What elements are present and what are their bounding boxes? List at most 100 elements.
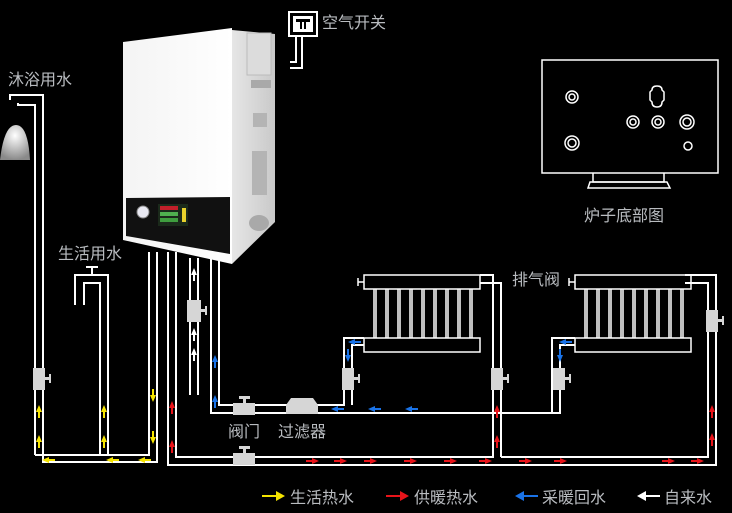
valve-icon[interactable] xyxy=(491,368,509,390)
flow-arrow-up-icon xyxy=(494,405,500,418)
flow-arrow-left-icon xyxy=(405,406,418,412)
flow-arrow-right-icon xyxy=(479,458,492,464)
flow-arrow-down-icon xyxy=(345,349,351,362)
valve-icon[interactable] xyxy=(33,368,51,390)
flow-arrow-down-icon xyxy=(557,349,563,362)
boiler-bottom-view xyxy=(541,59,719,189)
filter-label: 过滤器 xyxy=(278,422,327,441)
shower-pipe-outer xyxy=(9,94,158,463)
air-vent-label: 排气阀 xyxy=(512,270,561,289)
flow-arrow-right-icon xyxy=(364,458,377,464)
flow-arrow-right-icon xyxy=(691,458,704,464)
oval-fitting-icon xyxy=(649,85,665,108)
port-icon xyxy=(626,115,640,129)
gate-valve-icon[interactable] xyxy=(233,396,255,415)
flow-arrow-right-icon xyxy=(306,458,319,464)
flow-arrow-up-icon xyxy=(191,328,197,341)
air-vent-icon xyxy=(568,278,575,286)
flow-arrow-up-icon xyxy=(709,433,715,446)
boiler-side-panel xyxy=(232,30,275,264)
arrow-left-icon xyxy=(515,491,538,501)
domestic-pipe-outer xyxy=(35,274,109,456)
heating-return-pipe-inner xyxy=(218,258,364,406)
flow-arrow-up-icon xyxy=(169,440,175,453)
arrow-right-icon xyxy=(386,491,409,501)
heating-supply-branch-r1 xyxy=(480,282,502,457)
flow-arrow-up-icon xyxy=(169,401,175,414)
flow-arrow-left-icon xyxy=(138,457,151,463)
arrow-left-icon xyxy=(637,491,660,501)
domestic-pipe-inner xyxy=(83,282,101,455)
flow-arrow-up-icon xyxy=(709,405,715,418)
air-vent-icon xyxy=(357,278,364,286)
valve-label: 阀门 xyxy=(228,422,261,441)
flow-arrows xyxy=(36,268,715,464)
legend-item-heating-supply: 供暖热水 xyxy=(386,484,478,508)
legend-label: 供暖热水 xyxy=(414,488,479,507)
valve-icon[interactable] xyxy=(342,368,360,390)
port-icon xyxy=(683,141,693,151)
port-icon xyxy=(565,90,579,104)
heating-supply-pipe-outer xyxy=(167,252,717,466)
flow-arrow-up-icon xyxy=(36,435,42,448)
flow-arrow-left-icon xyxy=(42,457,55,463)
shower-pipe-inner xyxy=(17,103,36,455)
valve-icon[interactable] xyxy=(553,368,571,390)
flow-arrow-left-icon xyxy=(559,339,572,345)
valve-icon[interactable] xyxy=(706,310,724,332)
air-switch-icon xyxy=(288,11,318,37)
legend-item-tap-water: 自来水 xyxy=(636,484,712,508)
shower-head-icon xyxy=(0,125,30,160)
flow-arrow-up-icon xyxy=(36,405,42,418)
flow-arrow-up-icon xyxy=(101,435,107,448)
legend-label: 生活热水 xyxy=(290,488,355,507)
domestic-return xyxy=(108,252,150,456)
flow-arrow-left-icon xyxy=(331,406,344,412)
faucet-icon xyxy=(86,266,98,275)
flow-arrow-left-icon xyxy=(106,457,119,463)
filter-icon xyxy=(286,398,318,414)
heating-return-branch xyxy=(344,337,575,414)
electric-boiler xyxy=(123,28,275,264)
flow-arrow-up-icon xyxy=(212,355,218,368)
legend-item-domestic-hot-water: 生活热水 xyxy=(262,484,354,508)
flow-arrow-up-icon xyxy=(191,268,197,281)
flow-arrow-down-icon xyxy=(150,389,156,402)
domestic-water-label: 生活用水 xyxy=(58,244,123,263)
legend-item-heating-return: 采暖回水 xyxy=(514,484,606,508)
heating-supply-branch xyxy=(501,282,709,458)
radiators xyxy=(357,274,692,353)
flow-arrow-up-icon xyxy=(212,395,218,408)
flow-arrow-right-icon xyxy=(444,458,457,464)
port-icon xyxy=(564,135,580,151)
flow-arrow-right-icon xyxy=(404,458,417,464)
gate-valve-icon[interactable] xyxy=(233,446,255,465)
heating-supply-pipe-inner xyxy=(175,252,494,458)
radiator-icon xyxy=(357,274,481,353)
flow-arrow-right-icon xyxy=(662,458,675,464)
flow-arrow-up-icon xyxy=(101,405,107,418)
flow-arrow-right-icon xyxy=(519,458,532,464)
valves xyxy=(33,300,724,465)
flow-arrow-right-icon xyxy=(554,458,567,464)
flow-arrow-left-icon xyxy=(368,406,381,412)
air-switch-wire xyxy=(290,36,303,69)
flow-arrow-up-icon xyxy=(494,435,500,448)
flow-arrow-down-icon xyxy=(150,431,156,444)
flow-arrow-left-icon xyxy=(348,339,361,345)
legend-label: 采暖回水 xyxy=(542,488,607,507)
valve-icon[interactable] xyxy=(187,300,207,322)
flow-arrow-up-icon xyxy=(191,348,197,361)
legend-label: 自来水 xyxy=(664,488,713,507)
vent-grille-icon xyxy=(249,215,269,231)
arrow-right-icon xyxy=(262,491,285,501)
shower-water-label: 沐浴用水 xyxy=(8,70,73,89)
flow-arrow-right-icon xyxy=(334,458,347,464)
radiator-icon xyxy=(568,274,692,353)
bottom-view-label: 炉子底部图 xyxy=(584,206,665,225)
tap-water-pipe xyxy=(189,258,199,395)
air-switch-label: 空气开关 xyxy=(322,13,387,32)
pressure-gauge-icon xyxy=(136,205,150,219)
